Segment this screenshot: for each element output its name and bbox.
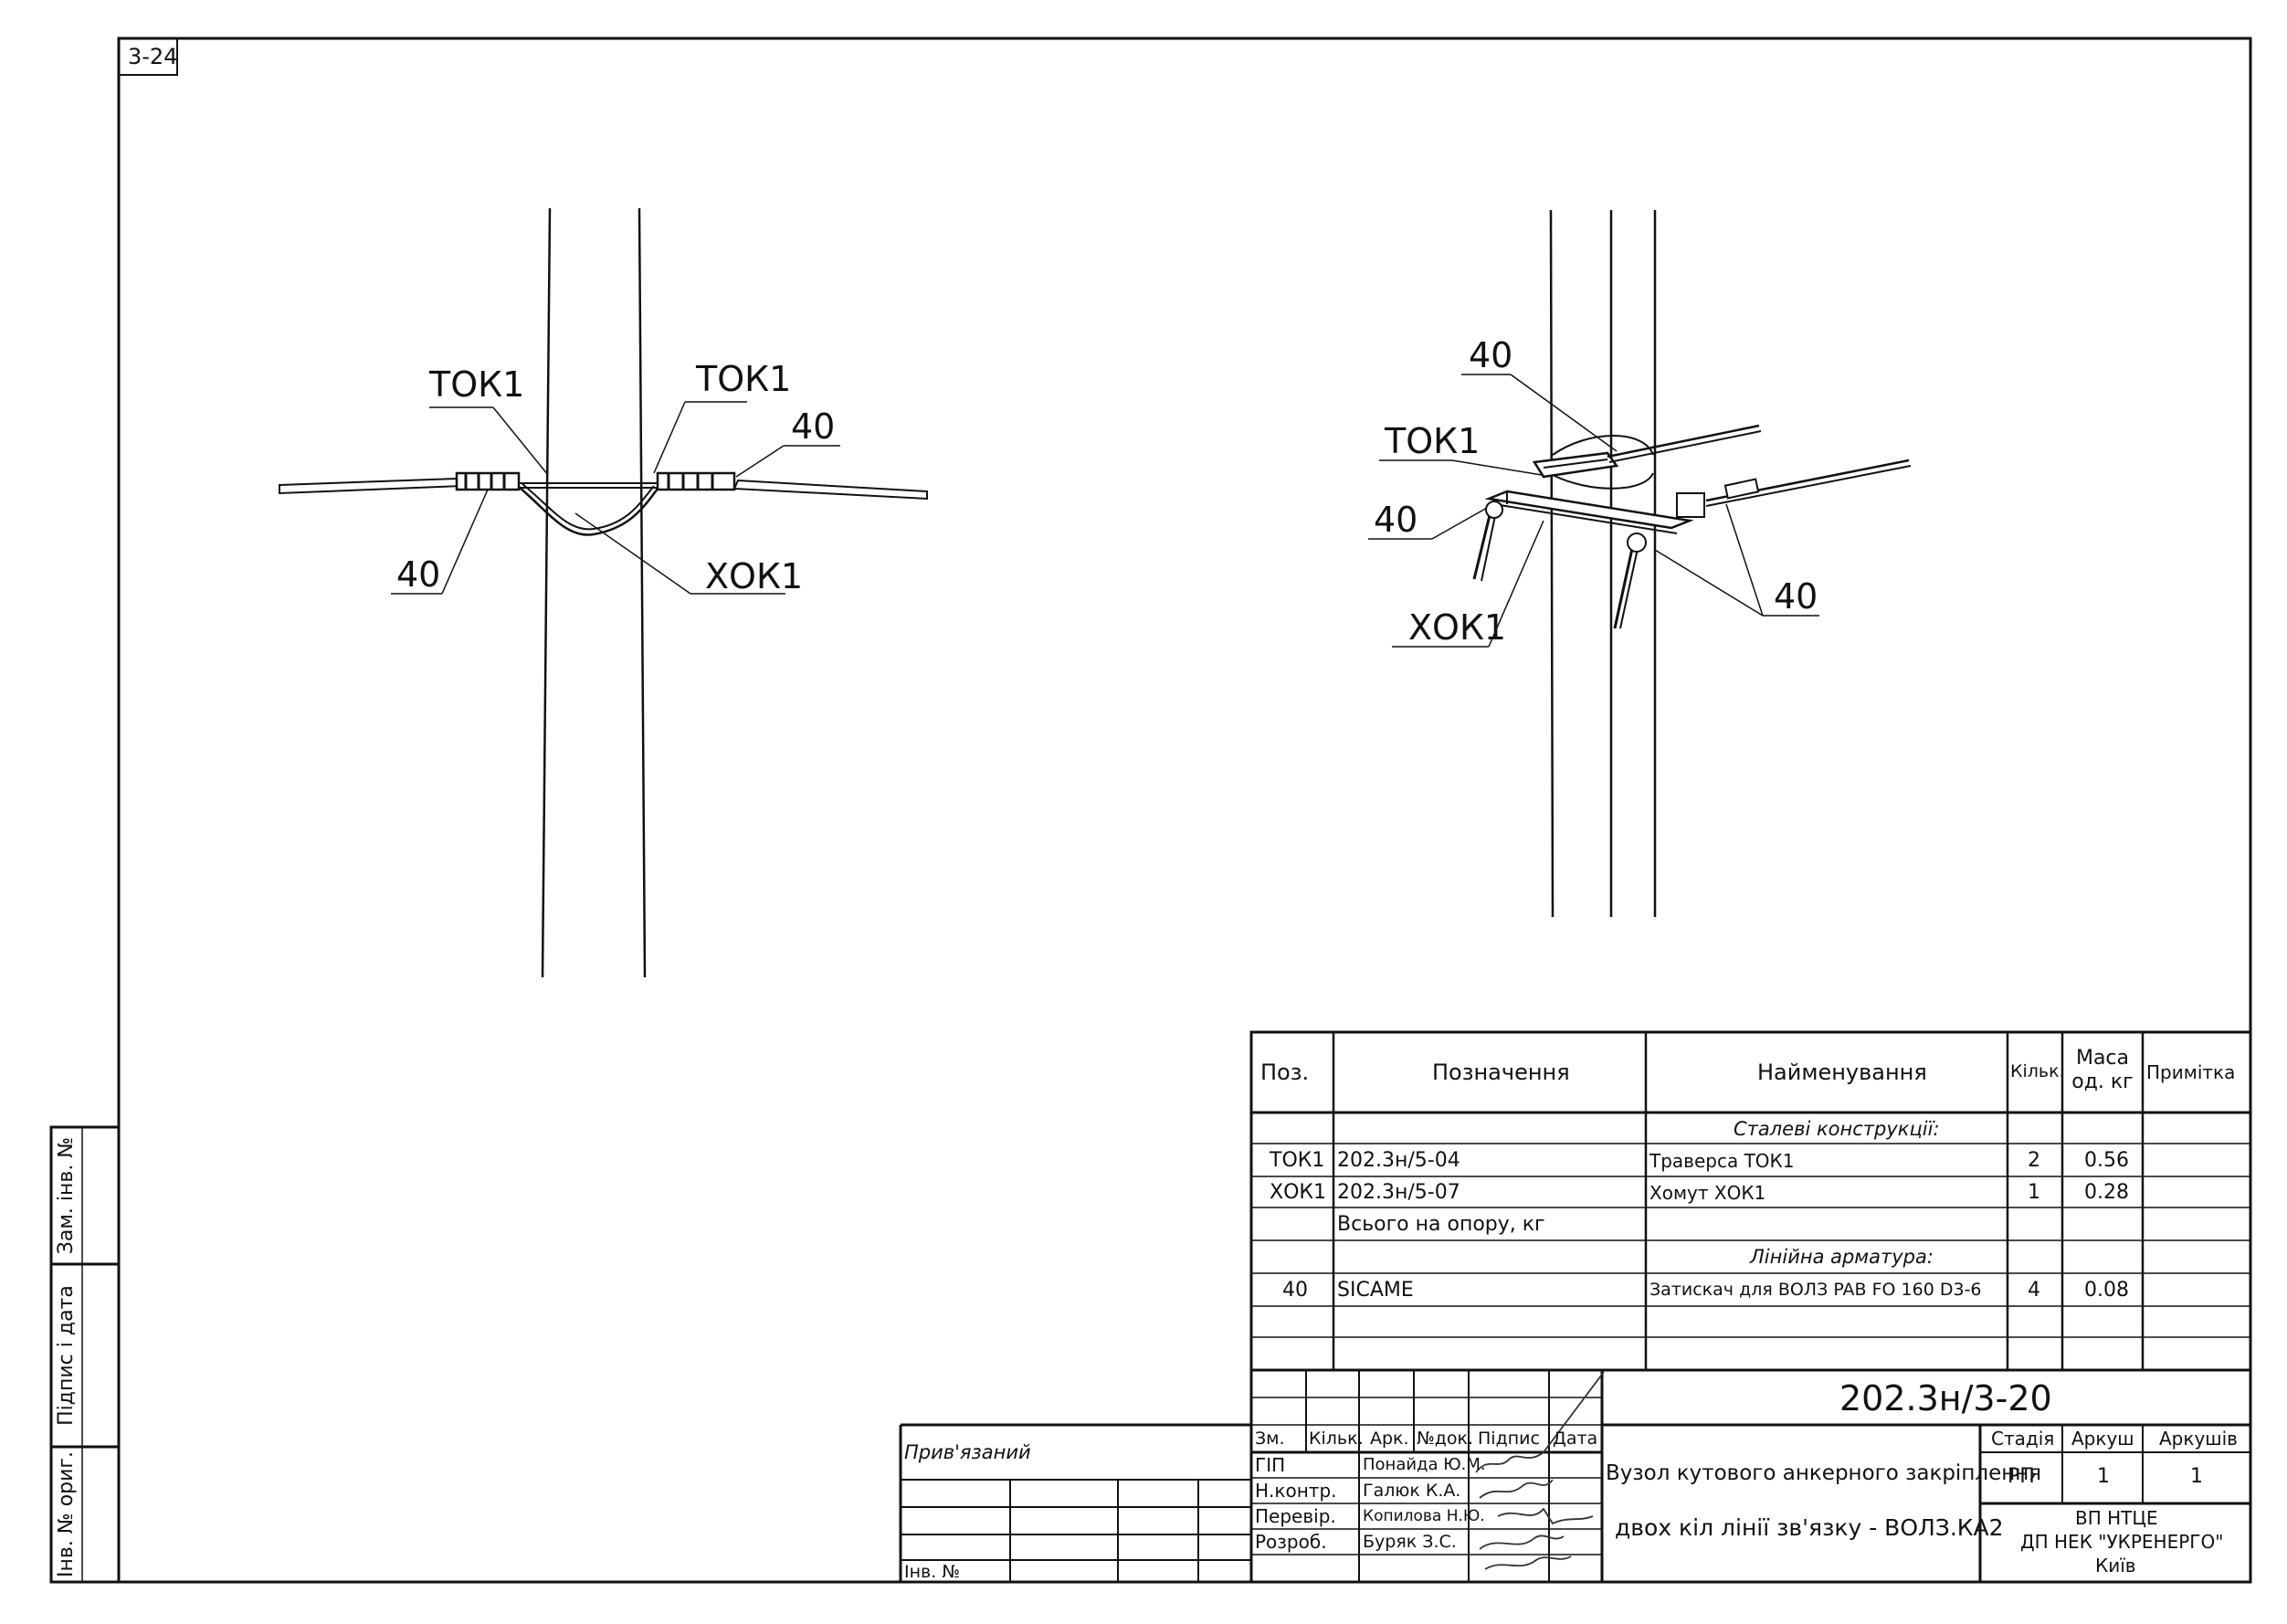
signature-4 xyxy=(1484,1555,1572,1570)
spec-row1-name: Траверса ТОК1 xyxy=(1649,1150,1795,1172)
spec-row2-qty: 1 xyxy=(2028,1181,2040,1204)
right-label-40-b: 40 xyxy=(1374,500,1418,540)
change-header-qty: Кільк. xyxy=(1309,1429,1364,1449)
side-stamp-signature-date: Підпис і дата xyxy=(55,1285,78,1426)
spec-row1-mass: 0.56 xyxy=(2084,1149,2129,1172)
role-gip: ГІП xyxy=(1255,1454,1286,1476)
attached-block-grid xyxy=(899,1423,1251,1582)
name-gip: Понайда Ю.М. xyxy=(1363,1455,1486,1474)
spec-row3-mass: 0.08 xyxy=(2084,1279,2129,1302)
left-cable-left xyxy=(279,477,464,495)
left-label-xok1: ХОК1 xyxy=(705,556,804,596)
spec-header-name: Найменування xyxy=(1757,1060,1927,1085)
org-line3: Київ xyxy=(2095,1555,2136,1577)
role-rozrob: Розроб. xyxy=(1255,1531,1327,1553)
spec-row3-pos: 40 xyxy=(1282,1279,1308,1302)
name-ncontr: Галюк К.А. xyxy=(1363,1481,1461,1501)
spec-header-note: Примітка xyxy=(2146,1061,2236,1083)
right-label-xok1: ХОК1 xyxy=(1408,607,1507,648)
spec-row2-name: Хомут ХОК1 xyxy=(1649,1182,1766,1204)
spec-header-qty: Кільк. xyxy=(2010,1061,2065,1081)
right-upper-traverse xyxy=(1532,451,1619,479)
spec-header-pos: Поз. xyxy=(1260,1060,1310,1085)
side-stamp-original-inv: Інв. № ориг. xyxy=(55,1451,78,1577)
right-label-tok1: ТОК1 xyxy=(1385,421,1481,461)
stage-value: РП xyxy=(2008,1465,2035,1488)
left-label-tok1-b: ТОК1 xyxy=(696,359,792,399)
sheet-frame xyxy=(117,37,2252,1584)
org-line1: ВП НТЦЕ xyxy=(2075,1507,2158,1529)
drawing-title-line1: Вузол кутового анкерного закріплення xyxy=(1606,1461,2042,1485)
spec-table-grid xyxy=(1249,1030,2252,1372)
signatures xyxy=(1475,1371,1605,1570)
change-header-docno: №док. xyxy=(1417,1429,1474,1449)
signature-3 xyxy=(1497,1507,1594,1525)
spec-section-fittings: Лінійна арматура: xyxy=(1750,1246,1934,1268)
spec-row3-designation: SICAME xyxy=(1337,1279,1414,1302)
right-label-40-c: 40 xyxy=(1774,576,1818,617)
left-cable-right xyxy=(732,479,928,501)
spec-row2-mass: 0.28 xyxy=(2084,1181,2129,1204)
inv-label: Інв. № xyxy=(904,1562,961,1582)
spec-row2-designation: 202.3н/5-07 xyxy=(1337,1181,1460,1204)
spec-row3-name: Затискач для ВОЛЗ PAB FO 160 D3-6 xyxy=(1649,1280,1982,1300)
name-rozrob: Буряк З.С. xyxy=(1363,1532,1457,1552)
side-stamp xyxy=(49,1125,121,1584)
change-header-signature: Підпис xyxy=(1478,1429,1540,1449)
drawing-title-line2: двох кіл лінії зв'язку - ВОЛЗ.КА2 xyxy=(1615,1514,2004,1541)
change-header-date: Дата xyxy=(1553,1429,1598,1449)
role-perevir: Перевір. xyxy=(1255,1505,1336,1527)
spec-row3-qty: 4 xyxy=(2028,1279,2040,1302)
side-stamp-replacement-inv: Зам. інв. № xyxy=(55,1136,78,1255)
spec-section-steel: Сталеві конструкції: xyxy=(1734,1118,1940,1140)
sheets-header: Аркушів xyxy=(2159,1428,2238,1450)
spec-row1-qty: 2 xyxy=(2028,1149,2040,1172)
spec-row1-pos: ТОК1 xyxy=(1270,1149,1325,1172)
doc-code: 202.3н/3-20 xyxy=(1839,1378,2052,1418)
signature-1 xyxy=(1475,1371,1605,1473)
sheets-value: 1 xyxy=(2190,1465,2203,1488)
change-header-zm: Зм. xyxy=(1255,1429,1285,1449)
sheet-header: Аркуш xyxy=(2071,1428,2134,1450)
name-perevir: Копилова Н.Ю. xyxy=(1363,1507,1485,1525)
change-header-sheet: Арк. xyxy=(1370,1429,1409,1449)
org-line2: ДП НЕК "УКРЕНЕРГО" xyxy=(2020,1531,2224,1553)
left-label-40-b: 40 xyxy=(396,554,441,595)
left-pole-drawing xyxy=(279,207,928,978)
spec-total-label: Всього на опору, кг xyxy=(1337,1213,1545,1236)
spec-row1-designation: 202.3н/5-04 xyxy=(1337,1149,1460,1172)
left-clamp-left xyxy=(455,471,521,491)
role-ncontr: Н.контр. xyxy=(1255,1480,1337,1502)
left-label-tok1-a: ТОК1 xyxy=(429,364,525,405)
sheet-id-box xyxy=(118,37,178,76)
right-label-40-a: 40 xyxy=(1469,335,1513,375)
attached-label: Прив'язаний xyxy=(904,1441,1031,1463)
left-pole-edge-1 xyxy=(541,207,552,978)
spec-header-designation: Позначення xyxy=(1432,1060,1570,1085)
sheet-id: 3-24 xyxy=(128,44,178,69)
right-pole-drawing xyxy=(1368,209,1912,918)
left-pole-edge-2 xyxy=(638,207,647,978)
left-label-40-a: 40 xyxy=(791,406,836,447)
spec-header-mass: Маса од. кг xyxy=(2071,1047,2134,1094)
sheet-value: 1 xyxy=(2097,1465,2110,1488)
left-clamp-right xyxy=(656,471,736,491)
left-cable-loop xyxy=(518,486,659,536)
stage-header: Стадія xyxy=(1991,1428,2055,1450)
spec-row2-pos: ХОК1 xyxy=(1270,1181,1327,1204)
right-lower-traverse xyxy=(1484,490,1694,530)
